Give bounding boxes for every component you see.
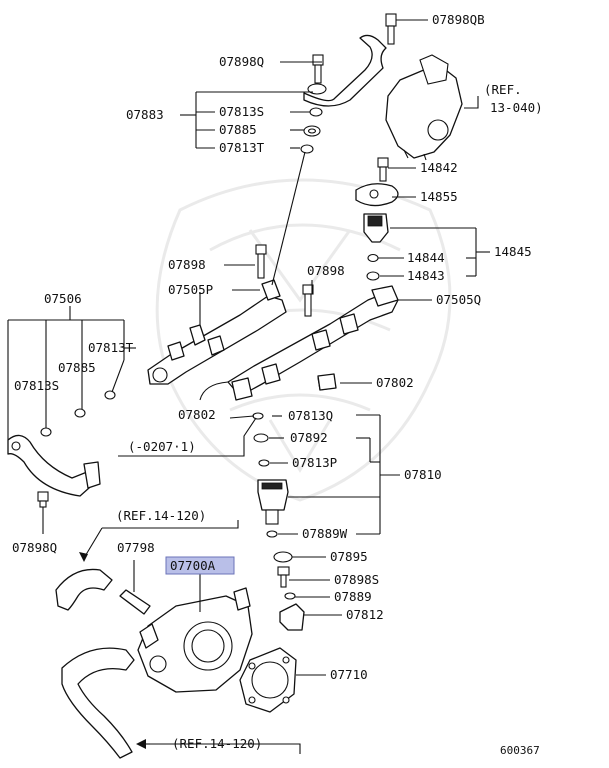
label-07813S-top[interactable]: 07813S [219,104,264,119]
label-07898-right[interactable]: 07898 [307,263,345,278]
label-07885-left[interactable]: 07885 [58,360,96,375]
label-07889W[interactable]: 07889W [302,526,348,541]
label-07898QB[interactable]: 07898QB [432,12,485,27]
label-07895[interactable]: 07895 [330,549,368,564]
label-14842[interactable]: 14842 [420,160,458,175]
hose-bottom[interactable] [61,647,135,759]
throttle-housing-ref[interactable] [385,54,463,161]
label-07710[interactable]: 07710 [330,667,368,682]
label-07506[interactable]: 07506 [44,291,82,306]
label-07898Q-bottom[interactable]: 07898Q [12,540,57,555]
label-14843[interactable]: 14843 [407,268,445,283]
label-07813T-top[interactable]: 07813T [219,140,265,155]
label-07505P[interactable]: 07505P [168,282,213,297]
cap-07802[interactable] [317,373,337,391]
label-07885-top[interactable]: 07885 [219,122,257,137]
label-07883[interactable]: 07883 [126,107,164,122]
label-14845[interactable]: 14845 [494,244,532,259]
ref-13-040-line2[interactable]: 13-040) [490,100,543,115]
label-07700A[interactable]: 07700A [170,558,216,573]
label-07812[interactable]: 07812 [346,607,384,622]
highlight-box-07700A [165,556,235,575]
washer-set-07883[interactable] [300,107,323,154]
hose-07798[interactable] [55,568,151,615]
label-14844[interactable]: 14844 [407,250,445,265]
label-07505Q[interactable]: 07505Q [436,292,481,307]
label-14855[interactable]: 14855 [420,189,458,204]
gasket-07710[interactable] [239,647,297,713]
label-07892[interactable]: 07892 [290,430,328,445]
label-07889[interactable]: 07889 [334,589,372,604]
label-07813Q[interactable]: 07813Q [288,408,333,423]
ref-14-120-bottom[interactable]: (REF.14-120) [172,736,262,751]
bracket-set-07812[interactable] [273,551,305,631]
label-07813S-left[interactable]: 07813S [14,378,59,393]
sensor-assembly-14845[interactable] [355,157,399,281]
diagram-code: 600367 [500,744,540,757]
throttle-body-07700A[interactable] [137,587,253,693]
ref-14-120-top[interactable]: (REF.14-120) [116,508,206,523]
date-range-note[interactable]: (-0207·1) [128,439,196,454]
ref-13-040-line1[interactable]: (REF. [484,82,522,97]
part-labels: 07898QB 07898Q 07883 07813S 07885 07813T… [12,12,543,757]
label-07802-right[interactable]: 07802 [376,375,414,390]
injector-stack-07810[interactable] [252,412,289,538]
label-07810[interactable]: 07810 [404,467,442,482]
label-07898S[interactable]: 07898S [334,572,379,587]
label-07898[interactable]: 07898 [168,257,206,272]
label-07802-left[interactable]: 07802 [178,407,216,422]
fuel-rail-07505P[interactable] [147,244,287,385]
label-07813T-left[interactable]: 07813T [88,340,134,355]
fuel-hose-07506[interactable] [7,390,116,497]
label-07813P[interactable]: 07813P [292,455,337,470]
fuel-pipe-top[interactable] [303,13,397,107]
fuel-rail-07505Q[interactable] [227,284,399,401]
leader-lines [7,19,490,754]
bolt-07898Q-bottom[interactable] [37,491,49,508]
label-07798[interactable]: 07798 [117,540,155,555]
label-07898Q-top[interactable]: 07898Q [219,54,264,69]
